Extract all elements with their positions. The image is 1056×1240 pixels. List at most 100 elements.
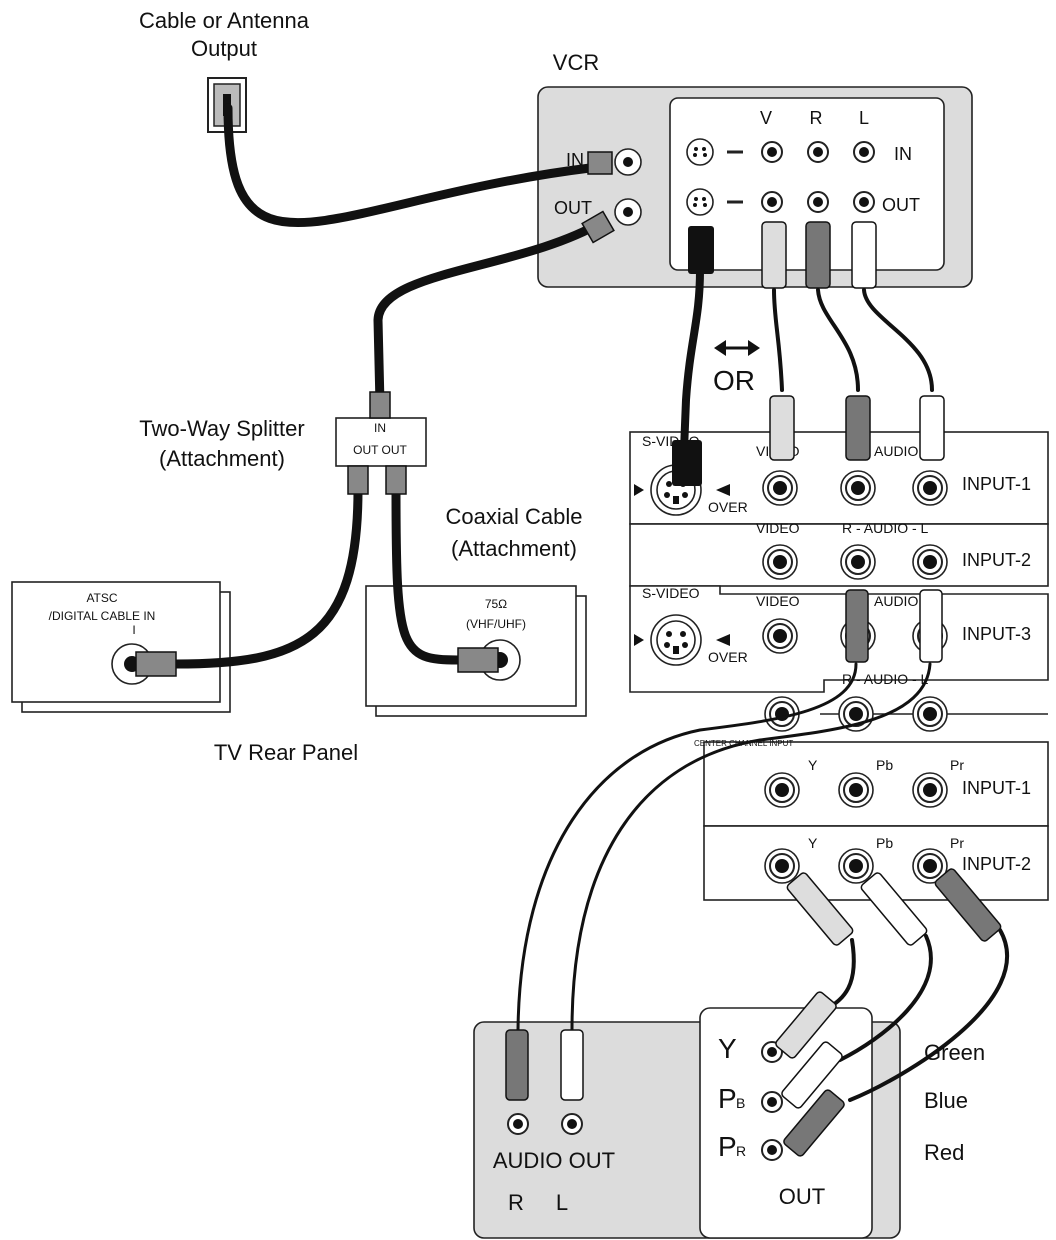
- red-label: Red: [924, 1140, 964, 1165]
- atsc-panel: [11, 581, 221, 703]
- splitter-in-label: IN: [374, 421, 386, 435]
- comp-y-jack-2: [764, 848, 800, 884]
- comp-pr-label-1: Pr: [950, 757, 964, 773]
- tv-input2-section: [629, 523, 1049, 587]
- source-pb-jack: [761, 1091, 783, 1113]
- source-audio-r-jack: [507, 1113, 529, 1135]
- svg-text:P: P: [718, 1083, 737, 1114]
- or-label: OR: [713, 365, 755, 396]
- svideo-cable: [672, 226, 714, 486]
- audio-r-cable-to-source: [505, 589, 869, 1101]
- splitter-label-line1: Two-Way Splitter: [139, 416, 304, 441]
- comp-pb-jack-1: [838, 772, 874, 808]
- tv-audio-label-3: AUDIO: [874, 593, 918, 609]
- comp-input2-label: INPUT-2: [962, 854, 1031, 874]
- vcr-svideo-in-jack: [686, 138, 714, 166]
- splitter-label-line2: (Attachment): [159, 446, 285, 471]
- tv-video-jack-1: [762, 470, 798, 506]
- audio-l-label: L: [556, 1190, 568, 1215]
- device-y-label: Y: [718, 1033, 737, 1064]
- svg-text:P: P: [718, 1131, 737, 1162]
- comp-y-label-1: Y: [808, 757, 818, 773]
- antenna-label-line1: Cable or Antenna: [139, 8, 310, 33]
- tv-video-jack-2: [762, 544, 798, 580]
- comp-pb-label-2: Pb: [876, 835, 893, 851]
- tv-audio-l-jack-2: [912, 544, 948, 580]
- coax-splitter-to-vhf: [385, 465, 499, 673]
- vcr-svideo-out-jack: [686, 188, 714, 216]
- comp-pr-label-2: Pr: [950, 835, 964, 851]
- coax-label-line1: Coaxial Cable: [446, 504, 583, 529]
- tv-svideo-jack-3: [650, 614, 702, 666]
- tv-input2-label: INPUT-2: [962, 550, 1031, 570]
- tv-arrow-1: [634, 484, 644, 496]
- coax-antenna-to-vcr: [223, 103, 613, 228]
- comp-y-label-2: Y: [808, 835, 818, 851]
- component-pb-cable: [781, 872, 933, 1109]
- tv-audio-l-jack-1: [912, 470, 948, 506]
- tv-input3-section: [629, 585, 1049, 693]
- device-pr-label: P R: [718, 1131, 746, 1162]
- tv-input3-label: INPUT-3: [962, 624, 1031, 644]
- vcr-rf-out-jack: [614, 198, 642, 226]
- atsc-label-line1: ATSC: [86, 591, 117, 605]
- splitter-out-label: OUT OUT: [353, 443, 407, 457]
- tv-input1-label: INPUT-1: [962, 474, 1031, 494]
- comp-input1-label: INPUT-1: [962, 778, 1031, 798]
- audio-r-label: R: [508, 1190, 524, 1215]
- tv-rear-panel-label: TV Rear Panel: [214, 740, 358, 765]
- vcr-audio-l-out-jack: [853, 191, 875, 213]
- comp-pb-label-1: Pb: [876, 757, 893, 773]
- tv-raudiol-label-2: R - AUDIO - L: [842, 520, 929, 536]
- composite-audio-r-cable: [805, 221, 871, 461]
- composite-video-cable: [761, 221, 795, 461]
- tv-video-label-3: VIDEO: [756, 593, 800, 609]
- svg-text:R: R: [736, 1143, 746, 1159]
- composite-audio-l-cable: [851, 221, 945, 461]
- tv-video-jack-3: [762, 618, 798, 654]
- vcr-row-in-label: IN: [894, 144, 912, 164]
- antenna-label-line2: Output: [191, 36, 257, 61]
- tv-video-label-2: VIDEO: [756, 520, 800, 536]
- comp-pr-jack-1: [912, 772, 948, 808]
- vcr-audio-r-in-jack: [807, 141, 829, 163]
- vcr-video-in-jack: [761, 141, 783, 163]
- vcr-r-label: R: [810, 108, 823, 128]
- comp-y-jack-1: [764, 772, 800, 808]
- tv-audio-label-1: AUDIO: [874, 443, 918, 459]
- vcr-l-label: L: [859, 108, 869, 128]
- device-out-label: OUT: [779, 1184, 825, 1209]
- coax-vcr-to-splitter: [369, 210, 615, 419]
- tv-component1-section: [703, 741, 1049, 827]
- tv-arrow-3: [634, 634, 644, 646]
- tv-audio-r-jack-2: [840, 544, 876, 580]
- source-audio-l-jack: [561, 1113, 583, 1135]
- tv-svideo-label-3: S-VIDEO: [642, 585, 700, 601]
- svg-text:B: B: [736, 1095, 745, 1111]
- tv-over-label-1: OVER: [708, 499, 748, 515]
- audio-l-cable-to-source: [560, 589, 943, 1101]
- vcr-audio-l-in-jack: [853, 141, 875, 163]
- atsc-label-line2: /DIGITAL CABLE IN: [49, 609, 156, 623]
- vhf-label-line2: (VHF/UHF): [466, 617, 526, 631]
- component-pr-cable: [783, 868, 1010, 1157]
- vcr-rf-in-jack: [614, 148, 642, 176]
- coax-splitter-to-atsc: [135, 465, 369, 677]
- tv-over-arrow-3: [716, 634, 730, 646]
- or-double-arrow: [714, 340, 760, 356]
- source-pr-jack: [761, 1139, 783, 1161]
- tv-audio-r-jack-1: [840, 470, 876, 506]
- blue-label: Blue: [924, 1088, 968, 1113]
- vcr-audio-r-out-jack: [807, 191, 829, 213]
- tv-over-arrow-1: [716, 484, 730, 496]
- splitter-body: [335, 417, 427, 467]
- tv-raudiol-label-3: R - AUDIO - L: [842, 671, 929, 687]
- vhf-label-line1: 75Ω: [485, 597, 507, 611]
- vcr-title: VCR: [553, 50, 599, 75]
- vcr-out-label: OUT: [554, 198, 592, 218]
- tv-over-label-3: OVER: [708, 649, 748, 665]
- vcr-video-out-jack: [761, 191, 783, 213]
- vcr-v-label: V: [760, 108, 772, 128]
- audio-out-label: AUDIO OUT: [493, 1148, 615, 1173]
